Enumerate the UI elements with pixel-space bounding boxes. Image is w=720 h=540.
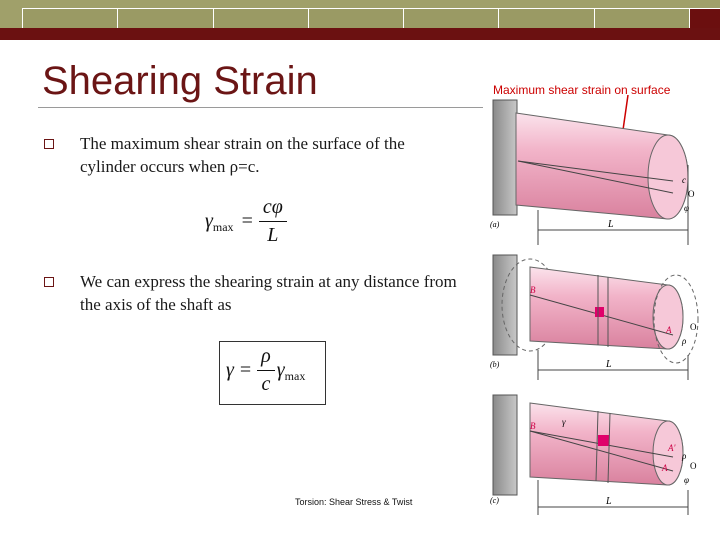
label-O: O bbox=[690, 461, 697, 471]
label-rho: ρ bbox=[681, 336, 687, 346]
label-L: L bbox=[605, 496, 612, 507]
eq1-denominator: L bbox=[267, 224, 279, 246]
banner-cell bbox=[593, 8, 689, 28]
panel-label: (a) bbox=[490, 220, 500, 229]
label-rho: ρ bbox=[681, 451, 687, 461]
bullet-item: We can express the shearing strain at an… bbox=[44, 270, 464, 316]
label-phi: φ bbox=[684, 475, 689, 485]
eq2-rhs: γ bbox=[276, 359, 285, 381]
cylinder-end-c bbox=[652, 420, 684, 486]
section-line bbox=[595, 410, 599, 482]
section-line bbox=[607, 412, 611, 484]
cylinder-end-b bbox=[652, 284, 684, 350]
square-bullet-icon bbox=[44, 277, 54, 287]
label-B: B bbox=[530, 421, 536, 431]
label-c: c bbox=[682, 175, 686, 185]
title-divider bbox=[38, 107, 483, 108]
eq2-equals: = bbox=[239, 359, 252, 381]
label-A: A bbox=[665, 325, 672, 335]
panel-a: L c O φ (a) bbox=[490, 99, 695, 245]
equation-box bbox=[219, 341, 326, 405]
slide-footer: Torsion: Shear Stress & Twist bbox=[295, 497, 413, 507]
panel-label: (b) bbox=[490, 360, 500, 369]
eq2-lhs: γ bbox=[226, 359, 234, 381]
label-O: O bbox=[688, 189, 695, 199]
eq2-fraction: ρ c bbox=[257, 345, 275, 396]
fixed-wall bbox=[492, 394, 518, 496]
equation-gamma-max: γ max = cφ L bbox=[205, 196, 287, 247]
eq2-denominator: c bbox=[261, 373, 271, 395]
element-rhombus bbox=[598, 435, 609, 446]
label-phi: φ bbox=[684, 203, 689, 213]
banner-cell bbox=[22, 8, 118, 28]
label-B: B bbox=[530, 285, 536, 295]
banner-cell-accent bbox=[688, 8, 720, 28]
bullet-item: The maximum shear strain on the surface … bbox=[44, 132, 464, 178]
eq1-lhs-sub: max bbox=[212, 220, 234, 234]
label-L: L bbox=[607, 219, 614, 230]
eq1-fraction: cφ L bbox=[258, 196, 287, 247]
eq1-numerator: cφ bbox=[258, 196, 287, 222]
top-banner bbox=[0, 0, 720, 40]
twisted-line bbox=[517, 160, 674, 194]
panel-b: B A O ρ L (b) bbox=[490, 254, 699, 380]
figure-annotation: Maximum shear strain on surface bbox=[493, 83, 671, 97]
banner-cell bbox=[498, 8, 594, 28]
eq1-equals: = bbox=[241, 210, 253, 232]
equation-gamma-rho: γ = ρ c γ max bbox=[226, 345, 305, 396]
generator-line bbox=[529, 430, 674, 472]
bullet-text: The maximum shear strain on the surface … bbox=[80, 134, 405, 176]
generator-line bbox=[517, 160, 674, 182]
fixed-wall bbox=[492, 99, 518, 216]
banner-cell bbox=[403, 8, 499, 28]
square-bullet-icon bbox=[44, 139, 54, 149]
label-A: A bbox=[661, 463, 668, 473]
banner-cells bbox=[22, 8, 720, 28]
eq2-numerator: ρ bbox=[257, 345, 275, 371]
eq1-lhs: γ bbox=[205, 210, 213, 232]
torsion-figure: L c O φ (a) B A O ρ L (b) B γ bbox=[490, 95, 699, 515]
banner-olive-band bbox=[0, 0, 720, 28]
panel-c: B γ A' A ρ O φ L (c) bbox=[490, 394, 697, 515]
dashed-section bbox=[653, 274, 699, 364]
label-O: O bbox=[690, 322, 697, 332]
label-L: L bbox=[605, 359, 612, 370]
banner-cell bbox=[307, 8, 404, 28]
bullet-text: We can express the shearing strain at an… bbox=[80, 272, 457, 314]
slide-title: Shearing Strain bbox=[42, 59, 318, 103]
element-square bbox=[595, 307, 604, 317]
panel-label: (c) bbox=[490, 496, 499, 505]
fixed-wall bbox=[492, 254, 518, 356]
label-gamma: γ bbox=[562, 417, 566, 427]
eq2-rhs-sub: max bbox=[284, 369, 306, 383]
banner-cell bbox=[212, 8, 308, 28]
banner-cell bbox=[117, 8, 213, 28]
label-A-prime: A' bbox=[667, 443, 676, 453]
banner-maroon-band bbox=[0, 28, 720, 40]
